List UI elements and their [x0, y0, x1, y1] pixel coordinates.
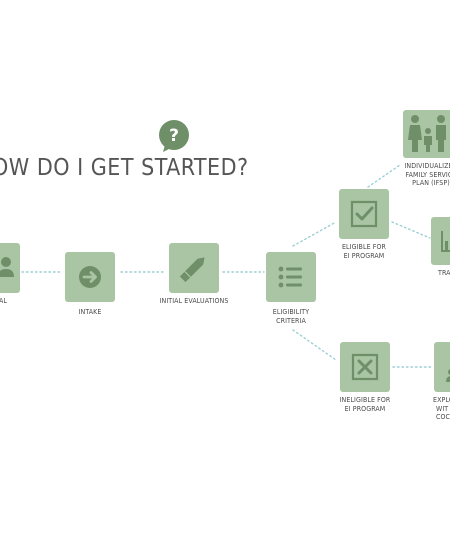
checkmark-icon	[350, 200, 378, 228]
chart-icon	[441, 231, 450, 252]
step-referral-label: AL	[0, 297, 7, 305]
label-line: INDIVIDUALIZED	[404, 162, 450, 170]
person-icon	[446, 369, 450, 382]
connector-eligibility-ineligible	[292, 329, 337, 361]
label-line: EI PROGRAM	[344, 404, 386, 413]
step-referral-box	[0, 243, 20, 293]
label-line: FAMILY SERVICE	[405, 170, 450, 179]
label-line: WIT	[436, 404, 449, 413]
label-line: ELIGIBILITY	[272, 308, 310, 316]
step-ineligible-label: INELIGIBLE FOR EI PROGRAM	[330, 396, 400, 413]
step-ifsp-box	[403, 110, 450, 158]
step-ifsp-label: INDIVIDUALIZED FAMILY SERVICE PLAN (IFSP…	[398, 162, 450, 188]
label-line: ELIGIBLE FOR	[341, 243, 387, 251]
connector-eligible-transition	[391, 221, 431, 239]
question-mark: ?	[169, 126, 179, 146]
step-ineligible-box	[340, 342, 390, 392]
person-icon	[0, 257, 14, 277]
step-intake-label: INTAKE	[78, 308, 102, 316]
step-transition-box	[431, 217, 450, 265]
arrow-circle-icon	[79, 266, 101, 288]
step-eligible-box	[339, 189, 389, 239]
label-line: COC	[436, 413, 450, 421]
page-title: OW DO I GET STARTED?	[0, 155, 249, 181]
connector-eligibility-eligible	[292, 221, 337, 247]
step-evaluations-label: INITIAL EVALUATIONS	[159, 297, 229, 305]
connector-eligible-ifsp	[367, 164, 401, 188]
label-line: INELIGIBLE FOR	[339, 396, 391, 404]
label-line: CRITERIA	[276, 316, 306, 325]
question-bubble-icon: ?	[157, 119, 191, 153]
pencil-icon	[179, 257, 205, 283]
list-icon	[278, 266, 302, 288]
label-line: EI PROGRAM	[343, 251, 385, 260]
step-explore-box	[434, 342, 450, 392]
family-icon	[408, 115, 446, 152]
step-eligible-label: ELIGIBLE FOR EI PROGRAM	[329, 243, 399, 260]
step-eligibility-label: ELIGIBILITY CRITERIA	[256, 308, 326, 325]
step-transition-label: TRA	[438, 269, 450, 277]
step-evaluations-box	[169, 243, 219, 293]
step-intake-box	[65, 252, 115, 302]
step-explore-label: EXPLO WIT COC	[433, 396, 450, 422]
label-line: EXPLO	[433, 396, 450, 404]
x-icon	[351, 353, 379, 381]
label-line: PLAN (IFSP)	[412, 179, 450, 187]
step-eligibility-box	[266, 252, 316, 302]
